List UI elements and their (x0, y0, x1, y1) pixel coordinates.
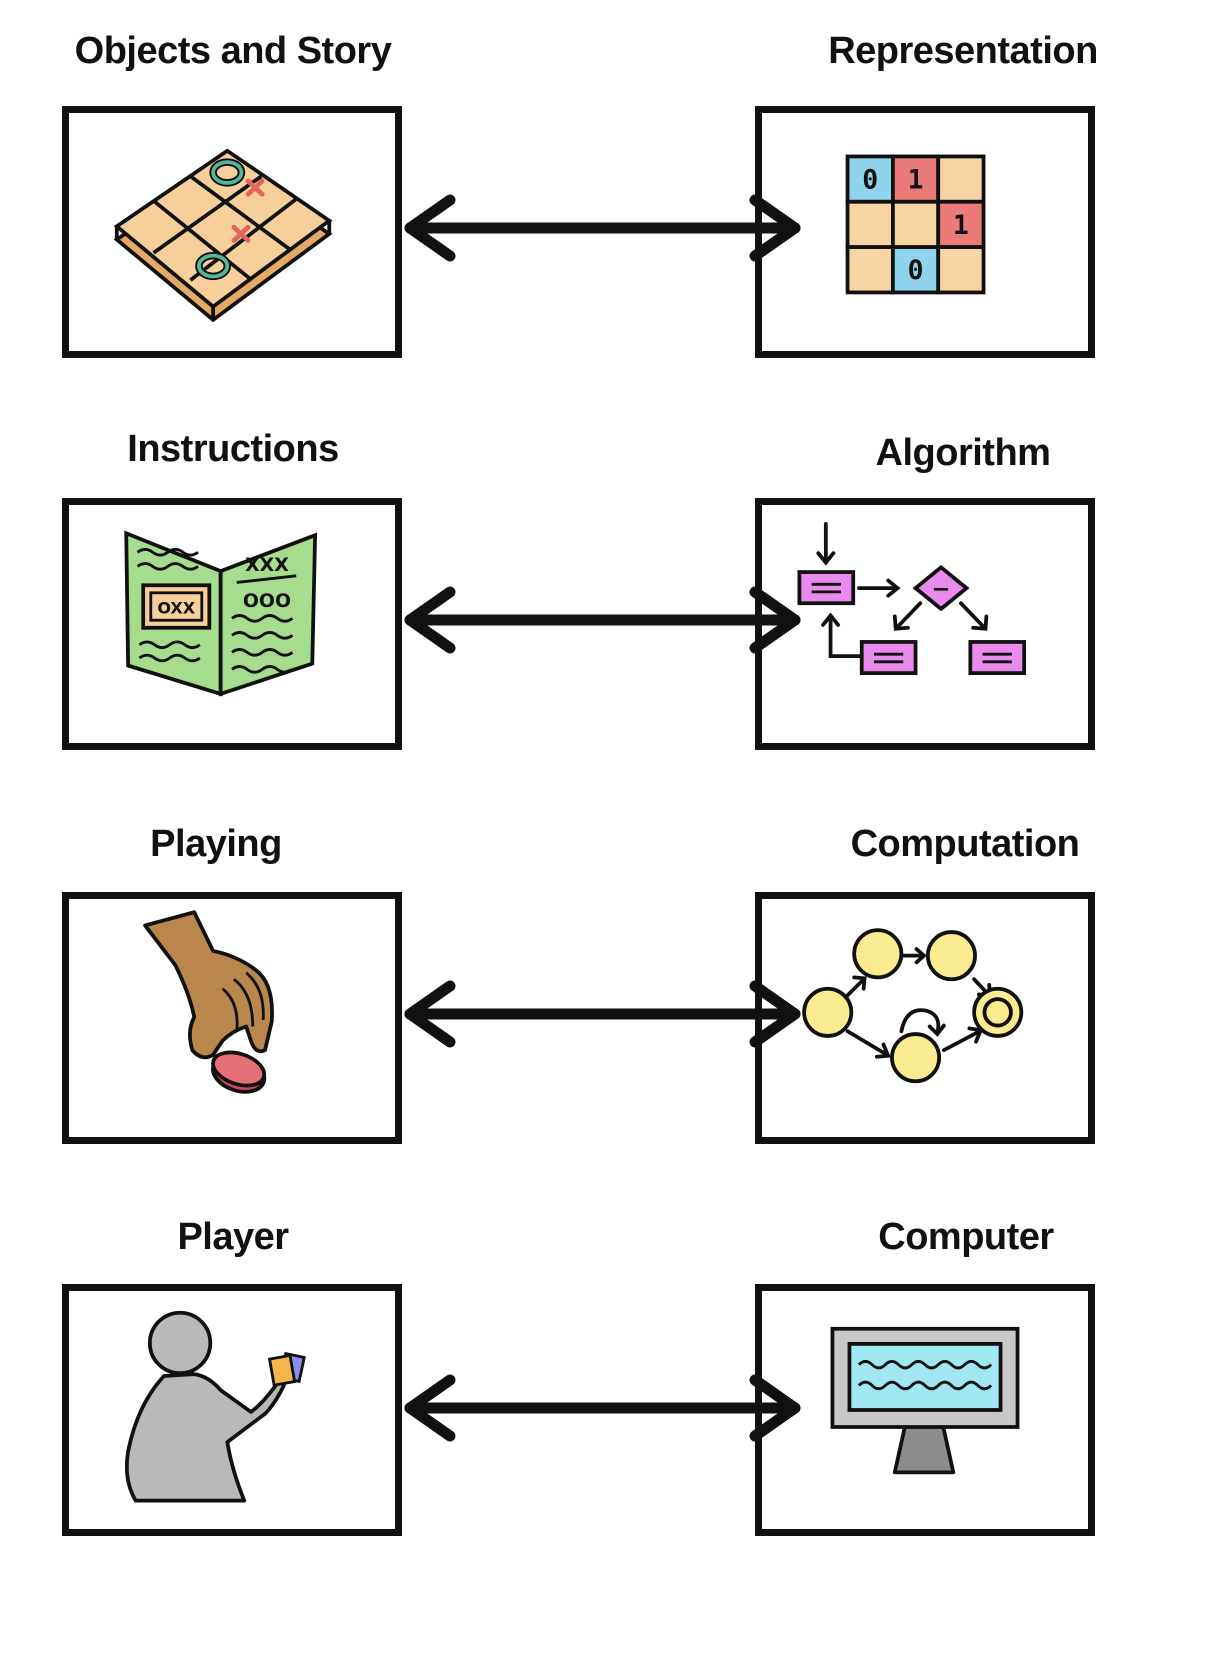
binary-grid-icon: 0 1 1 0 (845, 154, 986, 295)
panel-algorithm: − (755, 498, 1095, 750)
label-instructions: Instructions (127, 428, 339, 470)
grid-cell-text: 0 (908, 255, 924, 286)
rulebook-o-row: OOO (243, 590, 291, 612)
hand-placing-piece-icon (143, 910, 274, 1094)
double-arrow-row-2 (404, 586, 801, 654)
double-arrow-row-1 (404, 194, 801, 262)
person-holding-cards-icon (124, 1310, 306, 1503)
grid-cell-text: 1 (908, 165, 924, 196)
label-objects-and-story: Objects and Story (74, 30, 392, 72)
label-computation: Computation (850, 823, 1080, 865)
label-algorithm: Algorithm (875, 432, 1051, 474)
panel-player (62, 1284, 402, 1536)
flowchart-icon: − (797, 522, 1027, 675)
state-machine-icon (802, 928, 1024, 1084)
label-computer: Computer (878, 1216, 1054, 1258)
double-arrow-row-4 (404, 1374, 801, 1442)
rulebook-x-row: XXX (245, 554, 289, 576)
double-arrow-row-3 (404, 980, 801, 1048)
rulebook-icon: OXX XXX OOO (124, 530, 318, 697)
panel-playing (62, 892, 402, 1144)
decision-symbol: − (932, 577, 951, 603)
panel-computer (755, 1284, 1095, 1536)
label-player: Player (177, 1216, 289, 1258)
grid-cell-text: 1 (953, 210, 969, 241)
panel-objects-and-story (62, 106, 402, 358)
panel-representation: 0 1 1 0 (755, 106, 1095, 358)
panel-computation (755, 892, 1095, 1144)
label-playing: Playing (150, 823, 282, 865)
panel-instructions: OXX XXX OOO (62, 498, 402, 750)
tic-tac-toe-board-icon (113, 148, 333, 323)
computer-monitor-icon (830, 1326, 1020, 1475)
rulebook-box-text: OXX (157, 599, 195, 618)
grid-cell-text: 0 (862, 165, 878, 196)
label-representation: Representation (828, 30, 1098, 72)
